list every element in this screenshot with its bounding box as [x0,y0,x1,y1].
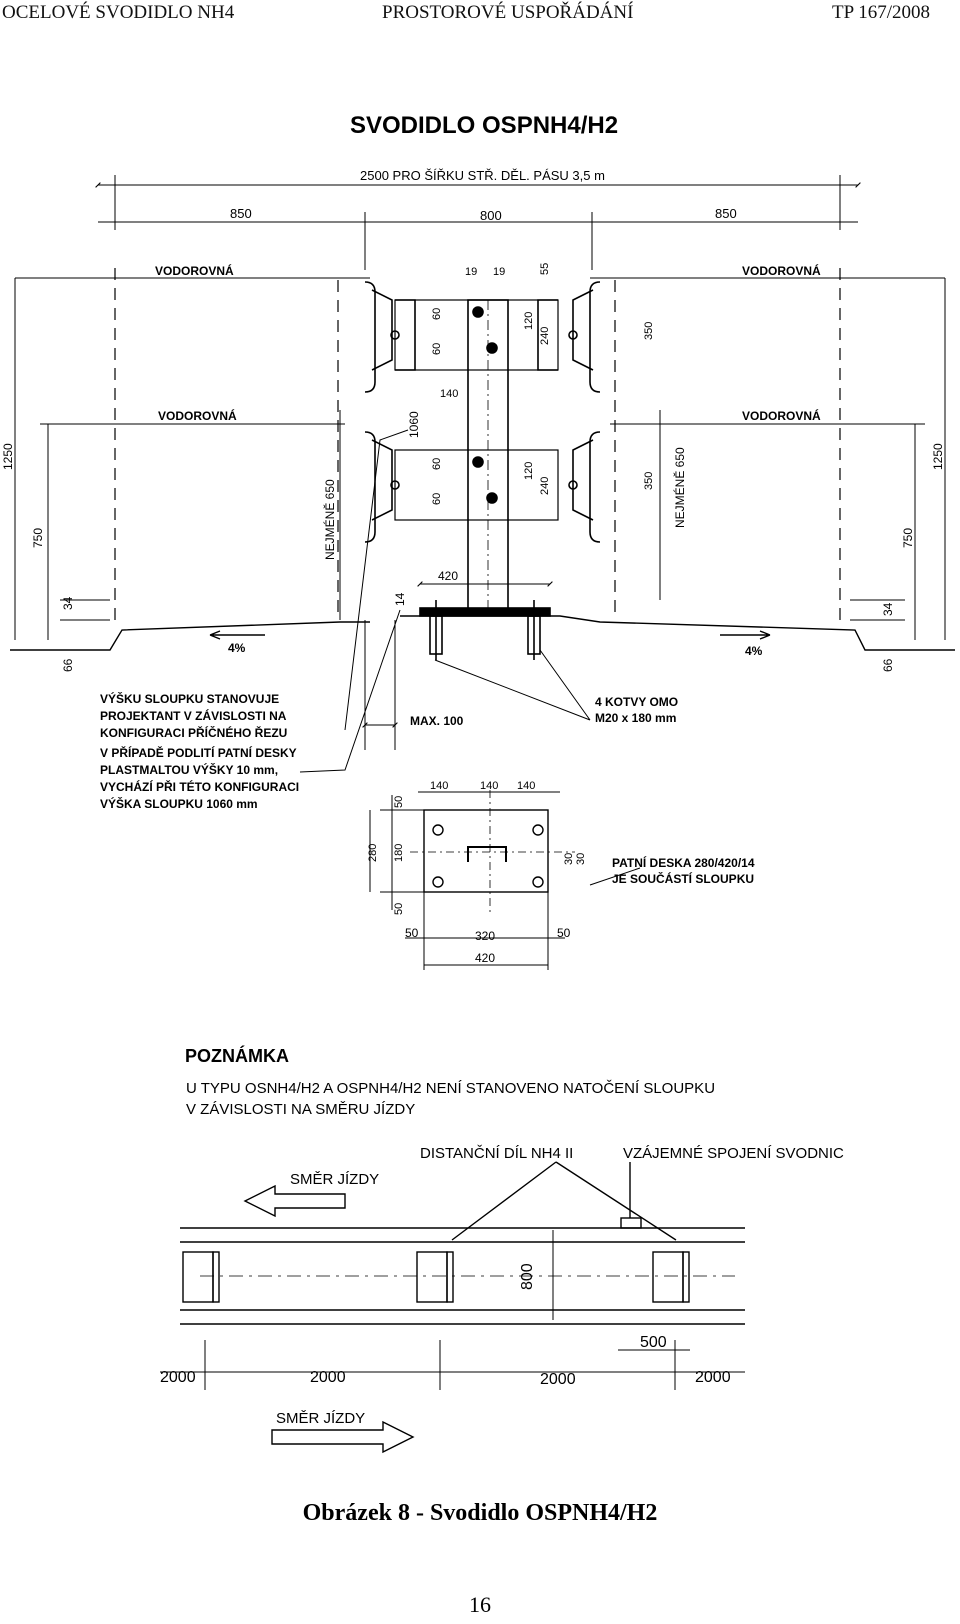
base-plate-plan [369,790,575,970]
direction-top: SMĚR JÍZDY [290,1171,379,1188]
note-mortar-line-2: PLASTMALTOU VÝŠKY 10 mm, [100,762,278,777]
dim-60c: 60 [431,458,443,470]
reference-lines [14,277,946,640]
plate-label-line-1: PATNÍ DESKA 280/420/14 [612,855,755,870]
note-line-2: V ZÁVISLOSTI NA SMĚRU JÍZDY [186,1101,415,1118]
dim-120b: 120 [523,462,535,480]
dim-1060: 1060 [407,411,421,438]
anchors-line-1: 4 KOTVY OMO [595,695,678,709]
dim-850-left: 850 [230,206,252,221]
note-height-line-2: PROJEKTANT V ZÁVISLOSTI NA [100,708,287,723]
plate-label: PATNÍ DESKA 280/420/14 JE SOUČÁSTÍ SLOUP… [612,855,758,886]
dim-19a: 19 [465,266,477,278]
label-vodorovna-3: VODOROVNÁ [158,408,237,423]
plate-dim-140b: 140 [480,780,498,792]
page-number: 16 [469,1592,491,1617]
note-title: POZNÁMKA [185,1045,289,1066]
header-left: OCELOVÉ SVODIDLO NH4 [2,2,235,23]
plan-dim-800: 800 [519,1263,536,1290]
guardrail-section [364,281,601,660]
plate-dim-420: 420 [475,951,495,965]
plate-dim-50c: 50 [405,926,419,940]
plan-dim-2000d: 2000 [695,1369,731,1386]
dim-55: 55 [539,263,551,275]
plan-dim-2000a: 2000 [160,1369,196,1386]
note-mortar-line-4: VÝŠKA SLOUPKU 1060 mm [100,796,258,811]
plate-label-line-2: JE SOUČÁSTÍ SLOUPKU [612,871,754,886]
dim-750-right: 750 [901,528,915,548]
plate-dim-30b: 30 [575,853,587,865]
dim-66-left: 66 [61,658,75,672]
plate-dim-140c: 140 [517,780,535,792]
top-dimension [95,175,861,270]
plate-dim-180: 180 [393,844,405,862]
note-line-1: U TYPU OSNH4/H2 A OSPNH4/H2 NENÍ STANOVE… [186,1080,715,1097]
dim-60b: 60 [431,343,443,355]
dim-60d: 60 [431,493,443,505]
plate-dim-50d: 50 [557,926,571,940]
note-mortar-line-1: V PŘÍPADĚ PODLITÍ PATNÍ DESKY [100,745,297,760]
dim-140-post: 140 [440,388,458,400]
dim-19b: 19 [493,266,505,278]
top-dim-label: 2500 PRO ŠÍŘKU STŘ. DĚL. PÁSU 3,5 m [360,168,605,183]
dim-800: 800 [480,208,502,223]
header-center: PROSTOROVÉ USPOŘÁDÁNÍ [382,2,634,23]
dim-1250-right: 1250 [931,443,945,470]
plan-dim-2000b: 2000 [310,1369,346,1386]
plate-dim-30a: 30 [563,853,575,865]
label-vodorovna-2: VODOROVNÁ [742,263,821,278]
anchors-line-2: M20 x 180 mm [595,711,676,725]
dim-350b: 350 [643,472,655,490]
note-height-line-3: KONFIGURACI PŘÍČNÉHO ŘEZU [100,725,287,740]
dim-60a: 60 [431,308,443,320]
dim-650-right: NEJMÉNĚ 650 [672,447,687,528]
direction-bottom: SMĚR JÍZDY [276,1410,365,1427]
joint-label: VZÁJEMNÉ SPOJENÍ SVODNIC [623,1145,844,1162]
dim-34-left: 34 [61,596,75,610]
dim-650-left: NEJMÉNĚ 650 [322,479,337,560]
note-height: VÝŠKU SLOUPKU STANOVUJE PROJEKTANT V ZÁV… [100,691,289,740]
leader-lines [299,429,641,886]
clearance-lines [114,268,841,620]
dim-350a: 350 [643,322,655,340]
plate-dim-50a: 50 [393,796,405,808]
ground-profile [10,599,955,651]
dim-14: 14 [393,592,407,606]
dim-240a: 240 [539,327,551,345]
dim-240b: 240 [539,477,551,495]
anchors-label: 4 KOTVY OMO M20 x 180 mm [595,695,681,725]
drawing-title: SVODIDLO OSPNH4/H2 [350,112,618,139]
slope-left: 4% [228,641,246,655]
dim-750-left: 750 [31,528,45,548]
max-100-label: MAX. 100 [410,714,464,728]
note-height-line-1: VÝŠKU SLOUPKU STANOVUJE [100,691,279,706]
plan-dim-500: 500 [640,1334,667,1351]
plate-dim-50b: 50 [393,903,405,915]
dim-850-right: 850 [715,206,737,221]
dim-420-top: 420 [438,569,458,583]
note-mortar: V PŘÍPADĚ PODLITÍ PATNÍ DESKY PLASTMALTO… [100,745,302,811]
header-right: TP 167/2008 [832,2,930,23]
plate-dim-140a: 140 [430,780,448,792]
dim-34-right: 34 [881,602,895,616]
dim-120a: 120 [523,312,535,330]
note-mortar-line-3: VYCHÁZÍ PŘI TÉTO KONFIGURACI [100,779,299,794]
label-vodorovna-4: VODOROVNÁ [742,408,821,423]
dim-66-right: 66 [881,658,895,672]
plate-dim-320: 320 [475,929,495,943]
plate-dim-280: 280 [367,844,379,862]
figure-caption: Obrázek 8 - Svodidlo OSPNH4/H2 [302,1500,658,1526]
plan-dim-2000c: 2000 [540,1371,576,1388]
plan-view [160,1161,745,1454]
dim-1250-left: 1250 [1,443,15,470]
spacer-label: DISTANČNÍ DÍL NH4 II [420,1145,573,1162]
slope-right: 4% [745,644,763,658]
label-vodorovna-1: VODOROVNÁ [155,263,234,278]
